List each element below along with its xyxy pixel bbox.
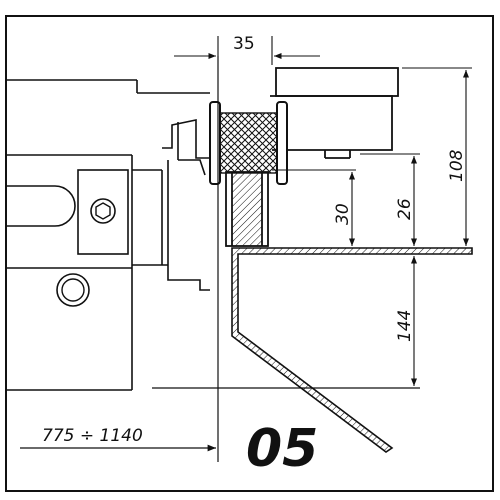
dim-width-top: 35	[233, 34, 255, 54]
extension-lines	[217, 36, 472, 171]
dim-height-bracket: 30	[333, 203, 353, 225]
slot-hole	[6, 185, 76, 227]
dim-height-lower: 144	[395, 310, 415, 342]
rail-profile	[231, 247, 473, 453]
screw-plate	[77, 169, 129, 255]
motor-housing	[6, 79, 210, 391]
drawing-frame	[5, 15, 494, 492]
mount-bracket	[162, 119, 212, 291]
channel-profile	[225, 171, 269, 247]
dim-range: 775 ÷ 1140	[42, 426, 143, 446]
hex-screw-icon	[90, 198, 116, 224]
dim-height-total: 108	[447, 149, 467, 182]
round-hole	[56, 273, 90, 307]
round-hole-inner	[61, 278, 85, 302]
top-housing	[270, 67, 399, 159]
dim-height-upper: 26	[395, 198, 415, 220]
hex-socket-icon	[95, 202, 111, 220]
diagram-number: 05	[246, 419, 318, 479]
